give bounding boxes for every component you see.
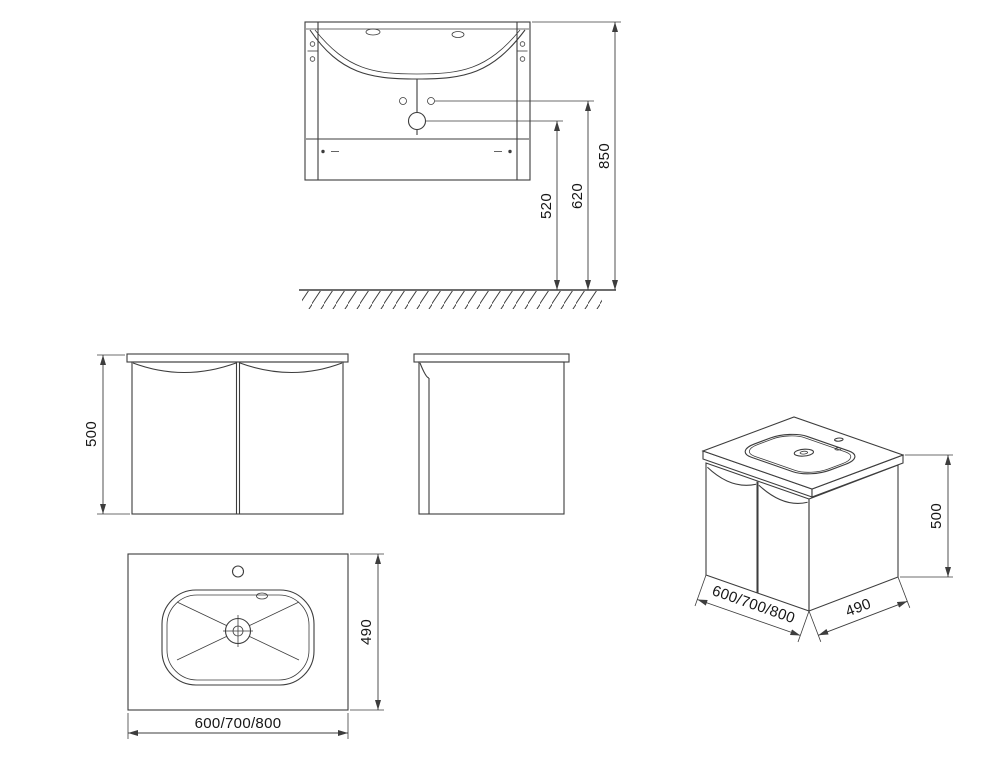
cabinet-body-side: [418, 361, 565, 515]
overflow-hole: [834, 447, 843, 450]
bottom-panel-detail: [306, 138, 529, 154]
handle-recess-profile: [419, 362, 430, 379]
cabinet-body: [131, 361, 344, 515]
dim-label-850: 850: [596, 143, 613, 169]
handle-recess-left: [707, 467, 756, 491]
dim-label-plan-width: 600/700/800: [195, 715, 282, 732]
ground-hatching: [302, 291, 602, 309]
washbasin-bowl: [309, 28, 526, 80]
basin-outline: [127, 553, 349, 711]
dim-label-520: 520: [538, 193, 555, 219]
overflow-hole: [256, 592, 268, 600]
dim-label-persp-490: 490: [843, 595, 873, 620]
dim-plan-depth-490: 490: [350, 553, 384, 711]
mounting-hardware-right: [517, 41, 528, 62]
bowl-inner: [166, 594, 310, 681]
handle-recess-right: [759, 485, 808, 509]
elevation-view: [304, 21, 531, 181]
dim-label-620: 620: [569, 183, 586, 209]
countertop: [126, 353, 349, 363]
drain-hole-inner: [798, 451, 809, 455]
perspective-front-face: [706, 463, 809, 611]
drain-hole: [790, 448, 817, 458]
perspective-countertop: [701, 416, 905, 498]
drain-assembly: [399, 79, 435, 135]
plan-view: [127, 553, 349, 711]
fixing-hole-left: [399, 97, 407, 105]
faucet-hole: [231, 565, 245, 578]
dim-persp-height: 500: [900, 454, 953, 578]
siphon-outlet: [407, 111, 427, 131]
handle-recess-right: [239, 362, 343, 373]
mounting-hardware-left: [307, 41, 318, 62]
dim-persp-width: 600/700/800: [694, 574, 810, 643]
fixing-hole-right: [427, 97, 435, 105]
dim-drain-height-520: 520: [426, 120, 563, 290]
dim-front-height-500: 500: [83, 354, 130, 515]
dim-label-persp-500: 500: [928, 503, 945, 529]
perspective-basin: [735, 425, 880, 477]
bowl-outer: [161, 589, 315, 686]
counter-top-face: [701, 416, 905, 490]
perspective-view: [701, 416, 905, 611]
bowl-inner: [740, 433, 860, 476]
dim-label-persp-width: 600/700/800: [710, 582, 797, 627]
dim-overall-height-850: 850: [532, 21, 621, 290]
front-view: [126, 353, 349, 515]
countertop-side: [413, 353, 570, 363]
overflow-hole-edge: [451, 31, 465, 38]
faucet-hole: [833, 437, 845, 441]
dim-label-front-500: 500: [83, 421, 100, 447]
ground-line: [299, 289, 616, 309]
side-view: [413, 353, 570, 515]
handle-recess-left: [132, 362, 237, 373]
dim-plan-width: 600/700/800: [127, 713, 349, 739]
dim-outlet-height-620: 620: [435, 100, 594, 290]
bowl-outer: [735, 431, 866, 478]
dim-label-plan-490: 490: [358, 619, 375, 645]
faucet-hole-edge: [365, 28, 381, 36]
dim-persp-depth: 490: [808, 576, 911, 642]
